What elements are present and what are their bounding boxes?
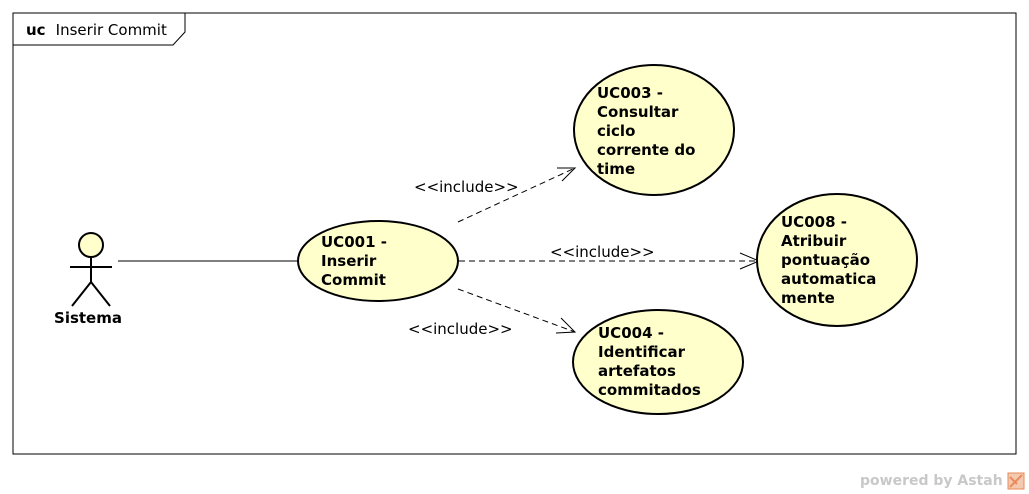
include-relation-uc008[interactable]: <<include>> [459, 243, 761, 270]
use-case-label-line: artefatos [598, 362, 676, 380]
frame-name: Inserir Commit [56, 21, 167, 39]
use-case-label-line: UC008 - [781, 213, 847, 231]
use-case-label-line: Consultar [597, 103, 679, 121]
use-case-label-line: pontuação [781, 251, 870, 269]
include-line [457, 167, 576, 223]
actor-sistema[interactable]: Sistema [54, 232, 122, 327]
arrowhead-icon [557, 167, 577, 182]
use-case-label-line: corrente do [597, 141, 695, 159]
use-case-label: UC004 - Identificar artefatos commitados [598, 324, 701, 399]
use-case-label-line: UC001 - [321, 233, 387, 251]
use-case-ellipse [297, 220, 459, 302]
astah-watermark: powered by Astah [860, 472, 1025, 490]
watermark-text: powered by Astah [860, 473, 1003, 489]
use-case-uc004[interactable]: UC004 - Identificar artefatos commitados [572, 309, 744, 415]
use-case-label-line: UC004 - [598, 324, 664, 342]
include-label: <<include>> [408, 320, 513, 338]
use-case-uc001[interactable]: UC001 - Inserir Commit [297, 220, 459, 302]
use-case-label-line: mente [781, 289, 835, 307]
actor-right-leg [90, 281, 111, 307]
include-relation-uc003[interactable]: <<include>> [414, 167, 577, 223]
use-case-uc008[interactable]: UC008 - Atribuir pontuação automatica me… [756, 193, 918, 327]
use-case-label: UC001 - Inserir Commit [321, 233, 392, 289]
include-label: <<include>> [550, 243, 655, 261]
include-line [457, 288, 576, 333]
use-case-label-line: automatica [781, 270, 876, 288]
use-case-ellipse [572, 309, 744, 415]
actor-name: Sistema [54, 309, 122, 327]
use-case-uc003[interactable]: UC003 - Consultar ciclo corrente do time [573, 64, 735, 196]
actor-head [78, 232, 104, 258]
astah-logo-icon [1007, 472, 1025, 490]
diagram-frame [12, 12, 1017, 455]
use-case-label-line: Commit [321, 271, 386, 289]
use-case-label-line: Identificar [598, 343, 686, 361]
frame-label-tab [13, 13, 186, 46]
use-case-ellipse [573, 64, 735, 196]
use-case-label-line: commitados [598, 381, 701, 399]
use-case-label-line: UC003 - [597, 84, 663, 102]
frame-keyword: uc [26, 21, 46, 39]
use-case-label: UC003 - Consultar ciclo corrente do time [597, 84, 701, 178]
use-case-label-line: Atribuir [781, 232, 847, 250]
include-relation-uc004[interactable]: <<include>> [408, 288, 577, 338]
use-case-label-line: Inserir [321, 252, 377, 270]
use-case-ellipse [756, 193, 918, 327]
use-case-label-line: ciclo [597, 122, 635, 140]
include-label: <<include>> [414, 178, 519, 196]
use-case-label: UC008 - Atribuir pontuação automatica me… [781, 213, 882, 307]
actor-left-leg [71, 281, 92, 307]
frame-title: uc Inserir Commit [26, 20, 167, 39]
use-case-label-line: time [597, 160, 635, 178]
arrowhead-icon [555, 317, 577, 334]
